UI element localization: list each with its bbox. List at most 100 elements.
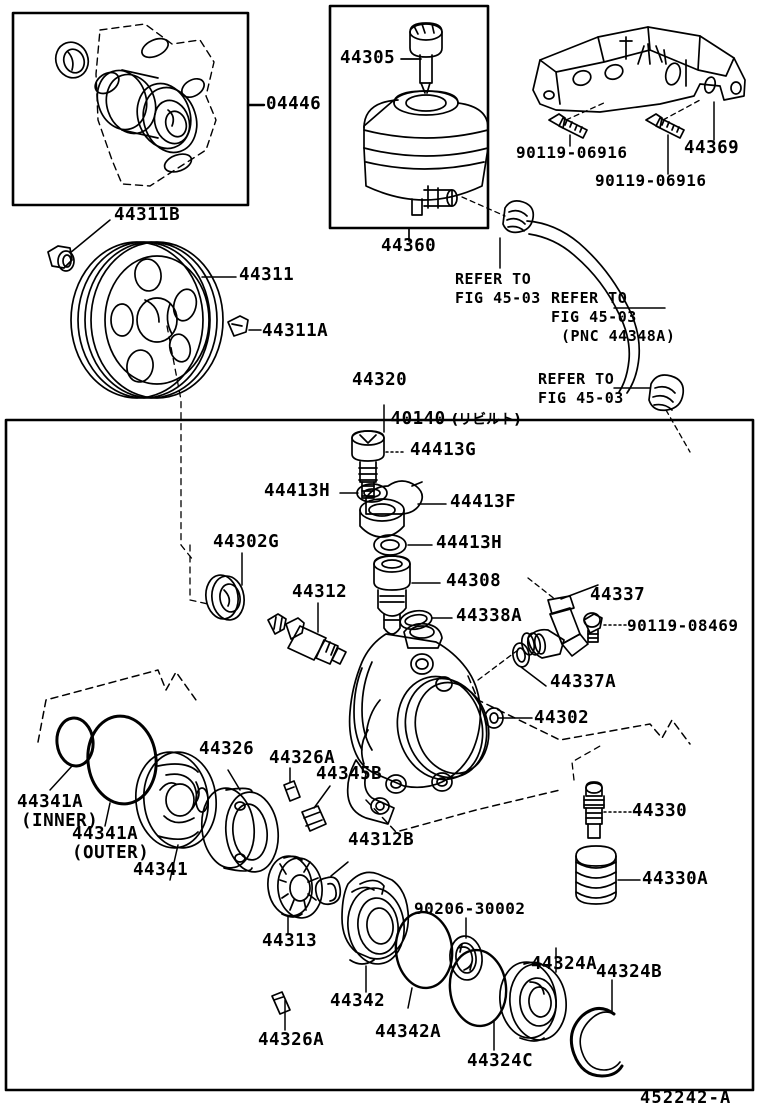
label-oring-outer-note: (OUTER) xyxy=(72,843,150,863)
suction-port-art xyxy=(520,595,603,659)
leader-44345b xyxy=(313,785,331,809)
label-oring-outer: 44341A xyxy=(72,824,139,844)
label-gasket-kit: 04446 xyxy=(266,94,322,114)
port-oring-art xyxy=(512,642,530,668)
flow-control-valve-art xyxy=(373,555,411,635)
reservoir-art xyxy=(363,22,489,216)
label-snap-ring: 44324B xyxy=(596,962,663,982)
rotor-art xyxy=(267,855,323,919)
pressure-spring-art xyxy=(575,845,617,905)
snap-ring-art xyxy=(569,1007,624,1078)
label-reservoir: 44360 xyxy=(381,236,437,256)
bracket-art xyxy=(532,26,746,113)
label-union-bolt: 44413G xyxy=(410,440,477,460)
label-refer-fig-2-line1: REFER TO xyxy=(551,289,628,307)
label-rotor: 44313 xyxy=(262,931,318,951)
snap-ring-shaft-art xyxy=(314,876,342,906)
leader-44312b xyxy=(330,861,349,877)
leader-44311b xyxy=(69,219,111,254)
label-refer-fig-1-line2: FIG 45-03 xyxy=(455,289,541,307)
leader-44326 xyxy=(227,769,241,791)
cam-ring-art xyxy=(200,787,280,873)
label-refer-fig-3-line2: FIG 45-03 xyxy=(538,389,624,407)
label-port-oring: 44337A xyxy=(550,672,617,692)
leader-44342a xyxy=(407,987,413,1009)
leader-44341 xyxy=(169,844,179,881)
oring-seal-art xyxy=(448,948,508,1028)
pulley-art xyxy=(47,241,249,399)
cam-ring-pin-top-art xyxy=(283,780,301,802)
leader-44337 xyxy=(560,584,599,600)
label-pulley-key: 44311A xyxy=(262,321,329,341)
label-snap-ring-shaft: 44312B xyxy=(348,830,415,850)
drive-shaft-art xyxy=(267,613,347,665)
reservoir-panel-border xyxy=(328,4,490,230)
hose-dash-to-pump xyxy=(665,409,691,453)
pump-assembly-panel-border xyxy=(4,418,755,1092)
label-port-bolt: 90119-08469 xyxy=(627,616,739,635)
vane-plate-art xyxy=(301,805,327,832)
gasket-kit-art xyxy=(54,23,217,187)
label-retainer-ring: 90206-30002 xyxy=(414,899,526,918)
label-refer-fig-3-line1: REFER TO xyxy=(538,370,615,388)
label-gasket-upper: 44413H xyxy=(264,481,331,501)
label-refer-fig-2-line3: (PNC 44348A) xyxy=(561,327,676,345)
oring-inner-art xyxy=(55,716,95,768)
diagram-id: 452242-A xyxy=(640,1088,732,1108)
label-oil-seal-housing: 44302G xyxy=(213,532,280,552)
label-suction-port: 44337 xyxy=(590,585,646,605)
retainer-ring-art xyxy=(449,935,483,981)
gasket-lower-art xyxy=(373,534,407,556)
pulley-dash-to-shaft xyxy=(166,325,194,561)
cam-ring-pin-bottom-art xyxy=(271,991,291,1015)
label-refer-fig-1-line1: REFER TO xyxy=(455,270,532,288)
oil-seal-housing-art xyxy=(205,574,245,621)
label-bracket-bolt-2: 90119-06916 xyxy=(595,171,707,190)
leader-44337a xyxy=(520,666,547,687)
label-oring-valve: 44338A xyxy=(456,606,523,626)
rear-housing-art xyxy=(341,871,410,965)
oil-seal-art xyxy=(499,961,567,1042)
dash-pump-bottom xyxy=(365,789,561,833)
label-cam-ring: 44326 xyxy=(199,739,255,759)
oring-valve-art xyxy=(399,609,433,631)
label-rear-housing: 44342 xyxy=(330,991,386,1011)
label-pressure-switch-spring: 44330A xyxy=(642,869,709,889)
label-oil-seal: 44324A xyxy=(531,954,598,974)
dash-pressure-switch xyxy=(571,745,601,781)
label-reservoir-cap: 44305 xyxy=(340,48,396,68)
label-pulley: 44311 xyxy=(239,265,295,285)
pump-housing-art xyxy=(346,622,504,825)
rear-oring-art xyxy=(394,910,454,990)
bracket-bolt-art-1 xyxy=(548,113,588,139)
leader-44341a-inner xyxy=(49,765,73,791)
label-bracket: 44369 xyxy=(684,138,740,158)
dash-frame-right xyxy=(467,675,691,745)
label-cam-ring-pin-top: 44326A xyxy=(269,748,336,768)
label-connector: 44413F xyxy=(450,492,517,512)
label-oring-seal: 44324C xyxy=(467,1051,534,1071)
gasket-kit-panel-border xyxy=(11,11,250,207)
dash-44302g xyxy=(189,544,209,605)
hose-art xyxy=(502,200,685,412)
label-refer-fig-2-line2: FIG 45-03 xyxy=(551,308,637,326)
label-pump-housing: 44302 xyxy=(534,708,590,728)
dash-44337 xyxy=(527,577,557,601)
side-plate-art xyxy=(134,751,218,849)
dash-44302-to-oring xyxy=(477,649,519,681)
bracket-bolt-art-2 xyxy=(645,113,685,139)
label-drive-shaft: 44312 xyxy=(292,582,348,602)
pressure-switch-art xyxy=(583,781,605,839)
leader-44341a-outer xyxy=(104,802,111,827)
oring-outer-art xyxy=(86,714,158,806)
bracket-bolt-dash-1 xyxy=(565,101,607,121)
label-pump-assy-reman: 40140 xyxy=(390,409,446,429)
hose-dash-to-reservoir xyxy=(461,196,506,217)
label-oring-inner: 44341A xyxy=(17,792,84,812)
label-flow-control-valve: 44308 xyxy=(446,571,502,591)
label-pressure-switch: 44330 xyxy=(632,801,688,821)
label-bracket-bolt-1: 90119-06916 xyxy=(516,143,628,162)
label-cam-ring-pin-bottom: 44326A xyxy=(258,1030,325,1050)
